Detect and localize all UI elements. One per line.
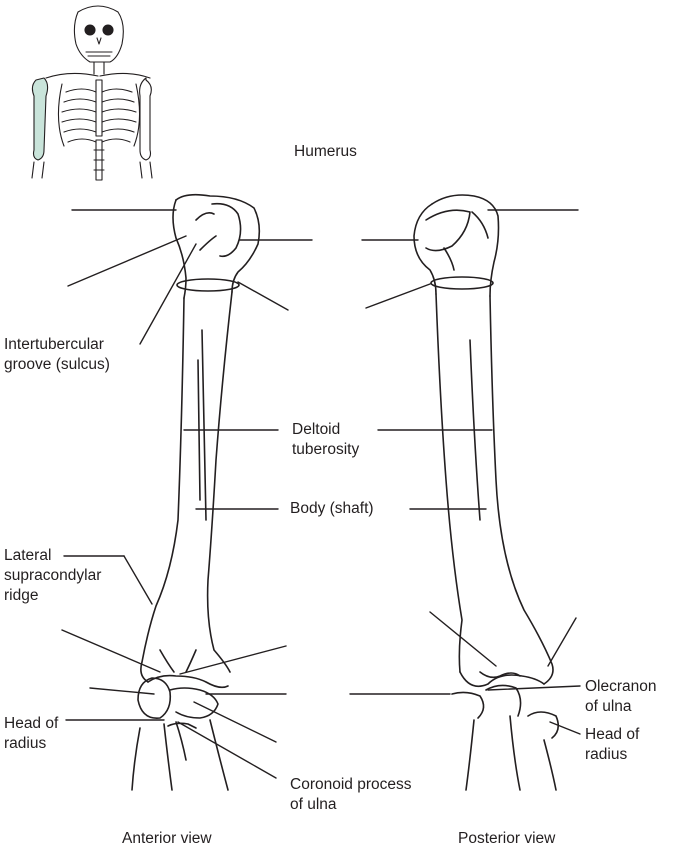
label-line: radius [4,735,47,752]
label-line: supracondylar [4,567,102,584]
label-head-of-radius-posterior: Head of radius [585,725,639,765]
label-line: of ulna [290,796,337,813]
label-coronoid-process: Coronoid process of ulna [290,775,411,815]
label-lateral-supracondylar-ridge: Lateral supracondylar ridge [4,546,101,606]
label-line: ridge [4,587,39,604]
label-line: tuberosity [292,441,360,458]
label-line: Head of [585,726,640,743]
label-line: Lateral [4,547,52,564]
skeleton-thumbnail [31,5,153,181]
posterior-humerus [413,194,560,791]
label-line: Deltoid [292,421,341,438]
label-line: groove (sulcus) [4,356,110,373]
view-label-anterior: Anterior view [122,830,212,847]
label-line: Intertubercular [4,336,104,353]
leader-lines [61,209,581,779]
label-line: Head of [4,715,59,732]
anterior-humerus [131,193,261,791]
label-olecranon: Olecranon of ulna [585,677,657,717]
diagram-title: Humerus [294,143,357,160]
label-line: of ulna [585,698,632,715]
label-line: Olecranon [585,678,657,695]
label-body-shaft: Body (shaft) [290,500,374,517]
label-head-of-radius-anterior: Head of radius [4,714,58,754]
label-line: Coronoid process [290,776,412,793]
label-line: radius [585,746,628,763]
label-deltoid-tuberosity: Deltoid tuberosity [292,420,359,460]
label-intertubercular-groove: Intertubercular groove (sulcus) [4,335,110,375]
view-label-posterior: Posterior view [458,830,556,847]
